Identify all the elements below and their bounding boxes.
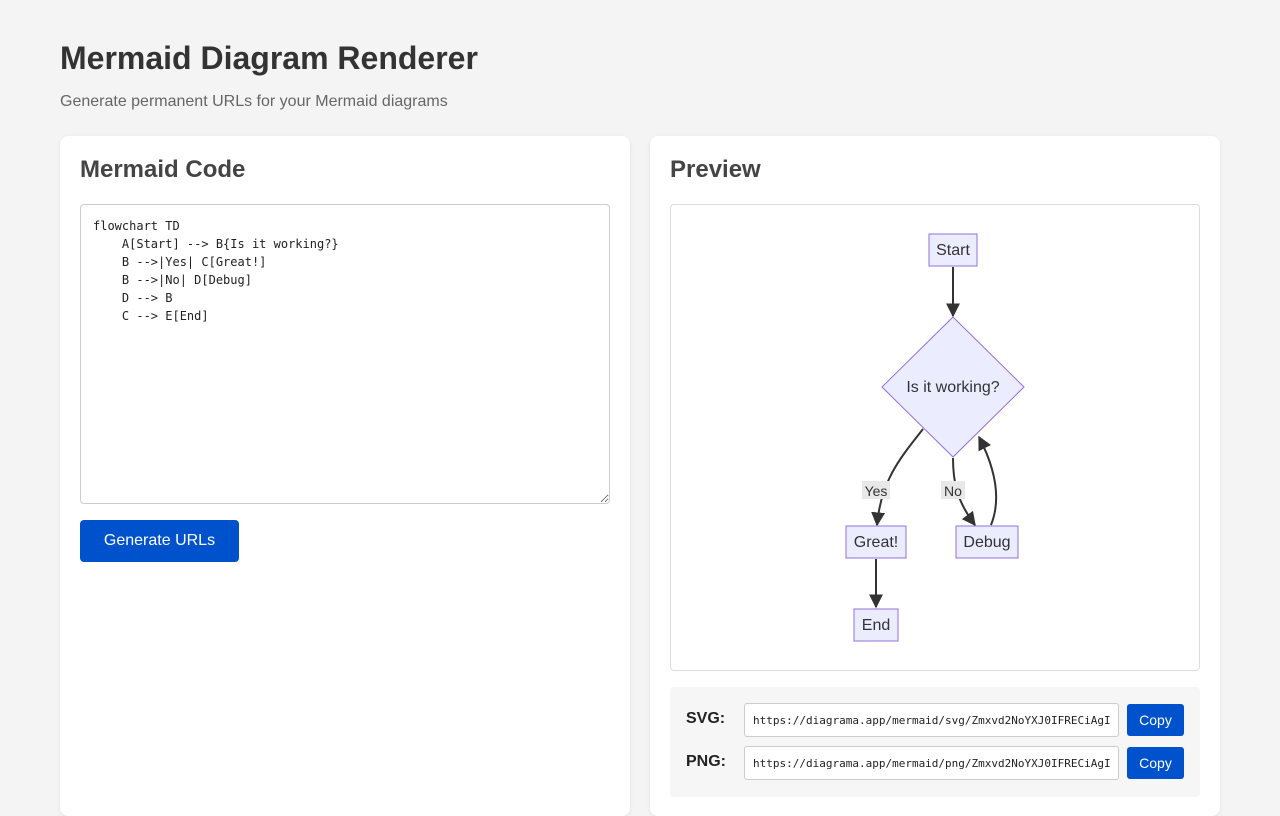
node-end-label: End xyxy=(862,617,890,634)
node-debug-label: Debug xyxy=(963,534,1010,551)
node-start xyxy=(928,233,978,267)
edge-label-yes-bg xyxy=(862,481,890,499)
edge-debug-decision xyxy=(978,435,998,526)
node-decision xyxy=(881,316,1025,458)
edge-label-no: No xyxy=(944,483,962,499)
page-title: Mermaid Diagram Renderer xyxy=(60,40,478,76)
edge-label-yes: Yes xyxy=(865,483,888,499)
node-start-label: Start xyxy=(936,242,970,259)
flowchart-svg: Yes No Start Is it working? Great! Debug… xyxy=(845,233,1025,642)
copy-png-button[interactable]: Copy xyxy=(1127,747,1184,779)
copy-svg-button[interactable]: Copy xyxy=(1127,704,1184,736)
edge-decision-great xyxy=(871,428,924,527)
svg-url-row: SVG: Copy xyxy=(686,703,1184,737)
node-end xyxy=(853,608,899,642)
edge-label-no-bg xyxy=(941,481,965,499)
generate-urls-button[interactable]: Generate URLs xyxy=(80,520,239,562)
node-great-label: Great! xyxy=(854,534,898,551)
diagram-preview: Yes No Start Is it working? Great! Debug… xyxy=(670,204,1200,671)
node-decision-label: Is it working? xyxy=(906,379,999,396)
editor-card: Mermaid Code flowchart TD A[Start] --> B… xyxy=(60,136,630,816)
page-subtitle: Generate permanent URLs for your Mermaid… xyxy=(60,93,448,110)
url-panel: SVG: Copy PNG: Copy xyxy=(670,687,1200,797)
preview-heading: Preview xyxy=(670,156,761,183)
node-debug xyxy=(955,525,1019,559)
mermaid-code-input[interactable]: flowchart TD A[Start] --> B{Is it workin… xyxy=(80,204,610,504)
svg-url-field[interactable] xyxy=(744,703,1119,737)
png-url-field[interactable] xyxy=(744,746,1119,780)
svg-url-label: SVG: xyxy=(686,710,726,727)
png-url-row: PNG: Copy xyxy=(686,746,1184,780)
preview-card: Preview Yes No xyxy=(650,136,1220,816)
png-url-label: PNG: xyxy=(686,753,726,770)
node-great xyxy=(845,525,907,559)
editor-heading: Mermaid Code xyxy=(80,156,246,183)
